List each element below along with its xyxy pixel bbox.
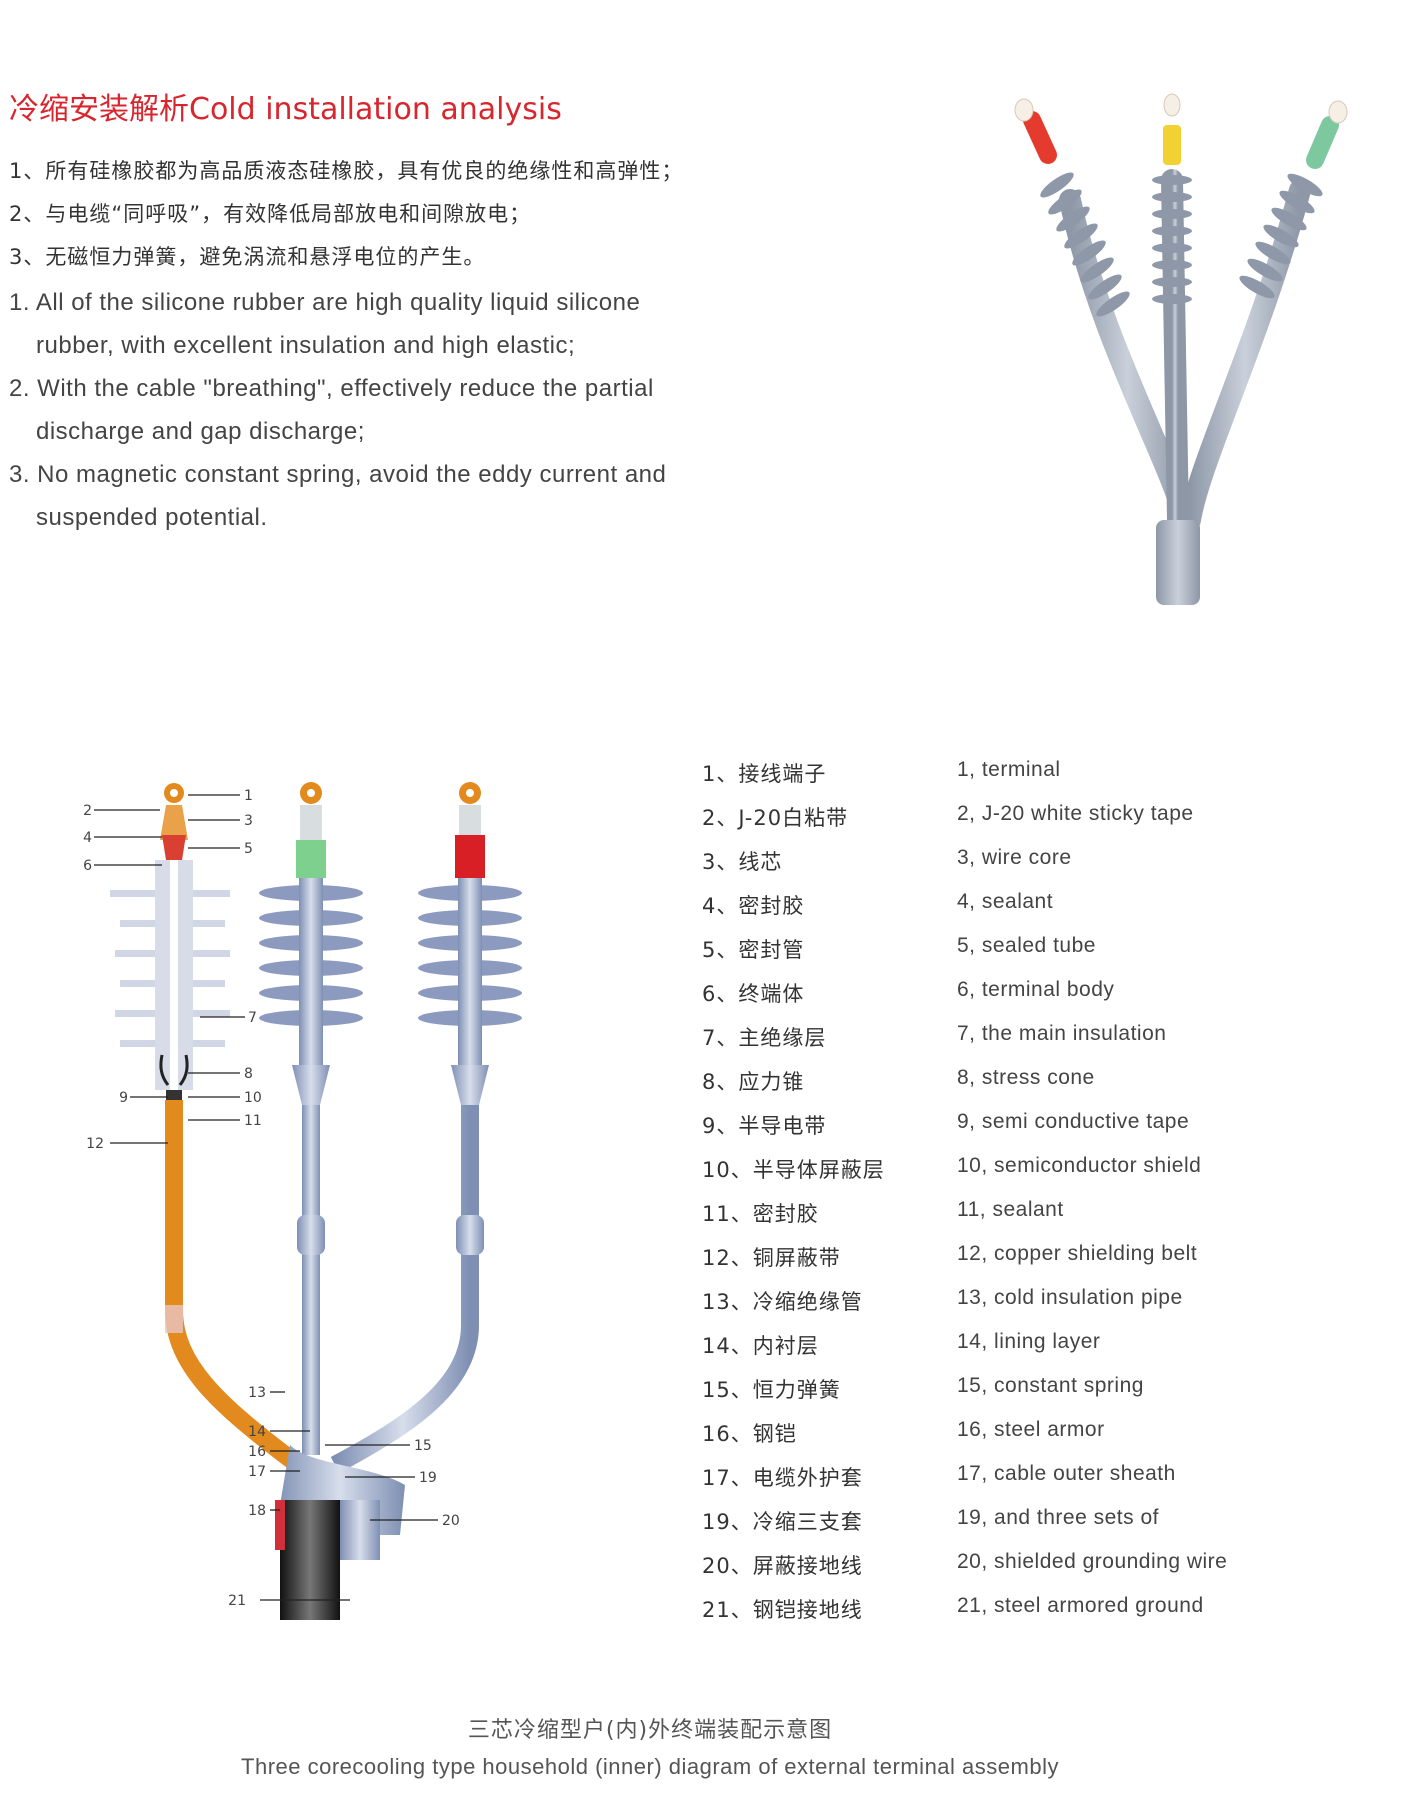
callout-20: 20 bbox=[442, 1513, 460, 1529]
left-phase-cutaway bbox=[110, 783, 311, 1478]
callout-18: 18 bbox=[248, 1503, 266, 1519]
callout-14: 14 bbox=[248, 1424, 266, 1440]
part-zh-15: 15、恒力弹簧 bbox=[702, 1378, 841, 1402]
part-en-13: 13, cold insulation pipe bbox=[957, 1286, 1183, 1309]
caption-zh: 三芯冷缩型户(内)外终端装配示意图 bbox=[467, 1718, 833, 1743]
part-zh-5: 5、密封管 bbox=[702, 938, 805, 962]
part-zh-2: 2、J-20白粘带 bbox=[702, 806, 849, 830]
part-zh-13: 13、冷缩绝缘管 bbox=[702, 1290, 863, 1314]
part-zh-3: 3、线芯 bbox=[702, 850, 783, 874]
callout-13: 13 bbox=[248, 1385, 266, 1401]
part-zh-7: 7、主绝缘层 bbox=[702, 1026, 827, 1050]
callout-6: 6 bbox=[83, 858, 92, 874]
callout-3: 3 bbox=[244, 813, 253, 829]
part-en-12: 12, copper shielding belt bbox=[957, 1242, 1198, 1265]
feature-en-3a: 3. No magnetic constant spring, avoid th… bbox=[9, 461, 667, 488]
callout-7: 7 bbox=[248, 1010, 257, 1026]
feature-en-1b: rubber, with excellent insulation and hi… bbox=[36, 332, 576, 359]
part-en-8: 8, stress cone bbox=[957, 1066, 1095, 1089]
part-en-6: 6, terminal body bbox=[957, 978, 1115, 1001]
page-title: 冷缩安装解析Cold installation analysis bbox=[9, 92, 562, 127]
feature-zh-2: 2、与电缆“同呼吸”，有效降低局部放电和间隙放电； bbox=[9, 202, 532, 226]
feature-zh-1: 1、所有硅橡胶都为高品质液态硅橡胶，具有优良的绝缘性和高弹性； bbox=[9, 159, 684, 183]
callout-15: 15 bbox=[414, 1438, 432, 1454]
part-zh-10: 10、半导体屏蔽层 bbox=[702, 1158, 885, 1182]
part-en-20: 20, shielded grounding wire bbox=[957, 1550, 1228, 1573]
part-zh-14: 14、内衬层 bbox=[702, 1334, 819, 1358]
part-en-14: 14, lining layer bbox=[957, 1330, 1101, 1353]
callout-10: 10 bbox=[244, 1090, 262, 1106]
feature-en-2b: discharge and gap discharge; bbox=[36, 418, 365, 445]
callout-4: 4 bbox=[83, 830, 92, 846]
part-zh-1: 1、接线端子 bbox=[702, 762, 827, 786]
callout-19: 19 bbox=[419, 1470, 437, 1486]
callout-16: 16 bbox=[248, 1444, 266, 1460]
part-zh-17: 17、电缆外护套 bbox=[702, 1466, 863, 1490]
part-zh-6: 6、终端体 bbox=[702, 982, 805, 1006]
part-zh-12: 12、铜屏蔽带 bbox=[702, 1246, 841, 1270]
feature-en-1a: 1. All of the silicone rubber are high q… bbox=[9, 289, 641, 316]
callout-5: 5 bbox=[244, 841, 253, 857]
part-en-19: 19, and three sets of bbox=[957, 1506, 1159, 1529]
part-en-3: 3, wire core bbox=[957, 846, 1072, 869]
part-en-7: 7, the main insulation bbox=[957, 1022, 1167, 1045]
callout-9: 9 bbox=[119, 1090, 128, 1106]
part-en-15: 15, constant spring bbox=[957, 1374, 1144, 1397]
callout-21: 21 bbox=[228, 1593, 246, 1609]
callout-11: 11 bbox=[244, 1113, 262, 1129]
feature-en-2a: 2. With the cable "breathing", effective… bbox=[9, 375, 654, 402]
part-en-9: 9, semi conductive tape bbox=[957, 1110, 1190, 1133]
part-zh-9: 9、半导电带 bbox=[702, 1114, 827, 1138]
feature-zh-3: 3、无磁恒力弹簧，避免涡流和悬浮电位的产生。 bbox=[9, 245, 486, 269]
part-en-11: 11, sealant bbox=[957, 1198, 1064, 1221]
product-photo bbox=[1014, 93, 1348, 605]
part-en-10: 10, semiconductor shield bbox=[957, 1154, 1202, 1177]
part-zh-11: 11、密封胶 bbox=[702, 1202, 819, 1226]
callout-2: 2 bbox=[83, 803, 92, 819]
feature-en-3b: suspended potential. bbox=[36, 504, 268, 531]
part-zh-8: 8、应力锥 bbox=[702, 1070, 805, 1094]
part-zh-16: 16、钢铠 bbox=[702, 1422, 797, 1446]
part-en-21: 21, steel armored ground bbox=[957, 1594, 1204, 1617]
right-phase bbox=[330, 782, 522, 1473]
part-en-5: 5, sealed tube bbox=[957, 934, 1096, 957]
part-en-4: 4, sealant bbox=[957, 890, 1054, 913]
part-en-1: 1, terminal bbox=[957, 758, 1061, 781]
callout-17: 17 bbox=[248, 1464, 266, 1480]
assembly-diagram: 2 4 6 1 3 5 7 8 9 10 11 12 13 14 16 17 1… bbox=[83, 782, 522, 1620]
part-zh-4: 4、密封胶 bbox=[702, 894, 805, 918]
caption-en: Three corecooling type household (inner)… bbox=[241, 1754, 1059, 1779]
middle-phase bbox=[259, 782, 363, 1455]
part-en-2: 2, J-20 white sticky tape bbox=[957, 802, 1194, 825]
part-zh-19: 19、冷缩三支套 bbox=[702, 1510, 863, 1534]
part-zh-21: 21、钢铠接地线 bbox=[702, 1598, 863, 1622]
part-en-17: 17, cable outer sheath bbox=[957, 1462, 1176, 1485]
callout-1: 1 bbox=[244, 788, 253, 804]
callout-12: 12 bbox=[86, 1136, 104, 1152]
callout-8: 8 bbox=[244, 1066, 253, 1082]
part-en-16: 16, steel armor bbox=[957, 1418, 1105, 1441]
part-zh-20: 20、屏蔽接地线 bbox=[702, 1554, 863, 1578]
